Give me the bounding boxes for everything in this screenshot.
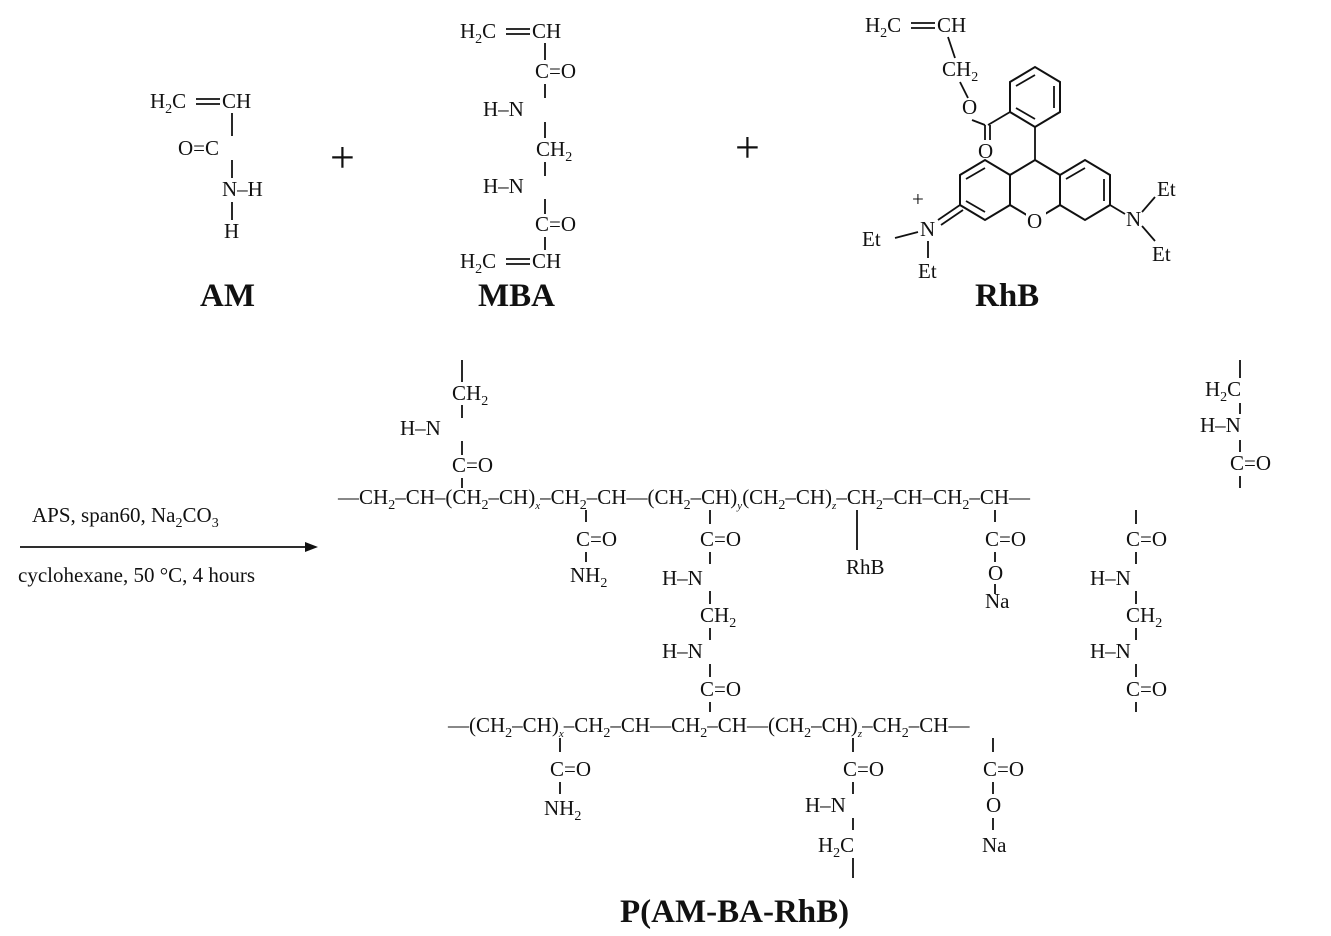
iminium-charge: + bbox=[912, 187, 924, 211]
pend-am-co: C=O bbox=[576, 527, 617, 551]
amine-et-2: Et bbox=[1152, 242, 1171, 266]
plus-sign-1: + bbox=[330, 133, 355, 182]
rhb-structure: H2C CH CH2 O O O + N Et bbox=[862, 13, 1176, 283]
xanthene-o: O bbox=[1027, 209, 1042, 233]
bpend-am-co: C=O bbox=[550, 757, 591, 781]
mba-structure: H2C CH C=O H–N CH2 H–N C=O H2C CH bbox=[460, 19, 576, 277]
bottom-chain: —(CH2–CH)x–CH2–CH—CH2–CH—(CH2–CH)z–CH2–C… bbox=[447, 713, 970, 741]
mba-ch-bottom: CH bbox=[532, 249, 561, 273]
iminium-et-2: Et bbox=[918, 259, 937, 283]
bpend-na: Na bbox=[982, 833, 1007, 857]
bpend-na-co: C=O bbox=[983, 757, 1024, 781]
bpend-h2c: H2C bbox=[818, 833, 854, 861]
product-structure: —CH2–CH–(CH2–CH)x–CH2–CH—(CH2–CH)y(CH2–C… bbox=[337, 360, 1271, 878]
amine-n: N bbox=[1126, 207, 1141, 231]
bridge-l-co-2: C=O bbox=[700, 677, 741, 701]
bridge-l-hn-1: H–N bbox=[662, 566, 703, 590]
mba-co-2: C=O bbox=[535, 212, 576, 236]
bpend-am-nh2: NH2 bbox=[544, 796, 581, 824]
am-structure: H2C CH O=C N–H H bbox=[150, 89, 263, 243]
top-chain: —CH2–CH–(CH2–CH)x–CH2–CH—(CH2–CH)y(CH2–C… bbox=[337, 485, 1031, 513]
pend-am-nh2: NH2 bbox=[570, 563, 607, 591]
rhb-carbonyl-o: O bbox=[978, 139, 993, 163]
product-label: P(AM-BA-RhB) bbox=[620, 894, 849, 930]
bridge-l-co-1: C=O bbox=[700, 527, 741, 551]
bridge-r-hn-2: H–N bbox=[1090, 639, 1131, 663]
bpend-na-o: O bbox=[986, 793, 1001, 817]
pend-rhb: RhB bbox=[846, 555, 885, 579]
rhb-ch2: CH2 bbox=[942, 57, 978, 85]
iminium-n: N bbox=[920, 217, 935, 241]
pend-na: Na bbox=[985, 589, 1010, 613]
stub-tr-h2c: H2C bbox=[1205, 377, 1241, 405]
amine-et-1: Et bbox=[1157, 177, 1176, 201]
mba-ch-top: CH bbox=[532, 19, 561, 43]
stub-tl-hn: H–N bbox=[400, 416, 441, 440]
bpend-co: C=O bbox=[843, 757, 884, 781]
pend-na-o: O bbox=[988, 561, 1003, 585]
am-label: AM bbox=[200, 278, 255, 314]
bridge-l-hn-2: H–N bbox=[662, 639, 703, 663]
condition-below: cyclohexane, 50 °C, 4 hours bbox=[18, 563, 255, 587]
mba-ch2: CH2 bbox=[536, 137, 572, 165]
stub-tl-co: C=O bbox=[452, 453, 493, 477]
rhb-label: RhB bbox=[975, 278, 1039, 314]
am-h: H bbox=[224, 219, 239, 243]
bridge-r-ch2: CH2 bbox=[1126, 603, 1162, 631]
bridge-l-ch2: CH2 bbox=[700, 603, 736, 631]
condition-above: APS, span60, Na2CO3 bbox=[32, 503, 219, 531]
rhb-h2c: H2C bbox=[865, 13, 901, 41]
stub-tr-hn: H–N bbox=[1200, 413, 1241, 437]
stub-tr-co: C=O bbox=[1230, 451, 1271, 475]
bpend-hn: H–N bbox=[805, 793, 846, 817]
mba-h2c-bottom: H2C bbox=[460, 249, 496, 277]
pend-na-co: C=O bbox=[985, 527, 1026, 551]
mba-h2c-top: H2C bbox=[460, 19, 496, 47]
bridge-r-co-2: C=O bbox=[1126, 677, 1167, 701]
mba-hn-1: H–N bbox=[483, 97, 524, 121]
am-h2c: H2C bbox=[150, 89, 186, 117]
am-ch: CH bbox=[222, 89, 251, 113]
mba-label: MBA bbox=[478, 278, 555, 314]
mba-hn-2: H–N bbox=[483, 174, 524, 198]
stub-tl-ch2: CH2 bbox=[452, 381, 488, 409]
rhb-ester-o: O bbox=[962, 95, 977, 119]
rhb-ch: CH bbox=[937, 13, 966, 37]
bridge-r-co-1: C=O bbox=[1126, 527, 1167, 551]
plus-sign-2: + bbox=[735, 123, 760, 172]
am-nh: N–H bbox=[222, 177, 263, 201]
am-oc: O=C bbox=[178, 136, 219, 160]
mba-co-1: C=O bbox=[535, 59, 576, 83]
bridge-r-hn-1: H–N bbox=[1090, 566, 1131, 590]
iminium-et-1: Et bbox=[862, 227, 881, 251]
